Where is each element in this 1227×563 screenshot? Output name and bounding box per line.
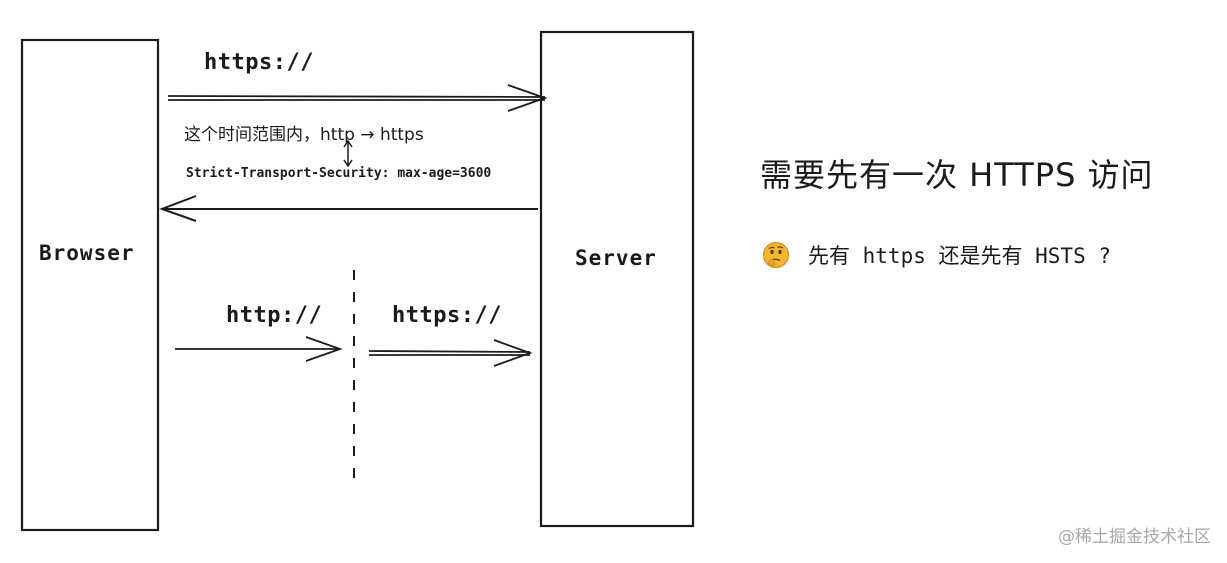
- https-request-arrow: [167, 84, 548, 112]
- thinking-face-icon: [763, 242, 789, 268]
- browser-label: Browser: [39, 241, 135, 265]
- https-redirect-arrow: [368, 339, 533, 367]
- bottom-https-label: https://: [392, 303, 502, 328]
- watermark: @稀土掘金技术社区: [1058, 527, 1211, 547]
- link-double-arrow: [343, 139, 353, 168]
- browser-box: [20, 38, 160, 532]
- server-box: [539, 30, 695, 528]
- bottom-http-label: http://: [226, 303, 323, 328]
- heading-text: 需要先有一次 HTTPS 访问: [760, 156, 1154, 194]
- top-https-label: https://: [204, 50, 314, 75]
- question-text: 先有 https 还是先有 HSTS ?: [808, 244, 1112, 268]
- server-label: Server: [575, 246, 657, 270]
- http-request-arrow: [175, 336, 343, 362]
- time-range-label: 这个时间范围内，http → https: [184, 125, 424, 145]
- hsts-header-label: Strict-Transport-Security: max-age=3600: [186, 166, 492, 181]
- question-line: 先有 https 还是先有 HSTS ?: [762, 240, 1111, 270]
- hsts-response-arrow: [159, 195, 538, 222]
